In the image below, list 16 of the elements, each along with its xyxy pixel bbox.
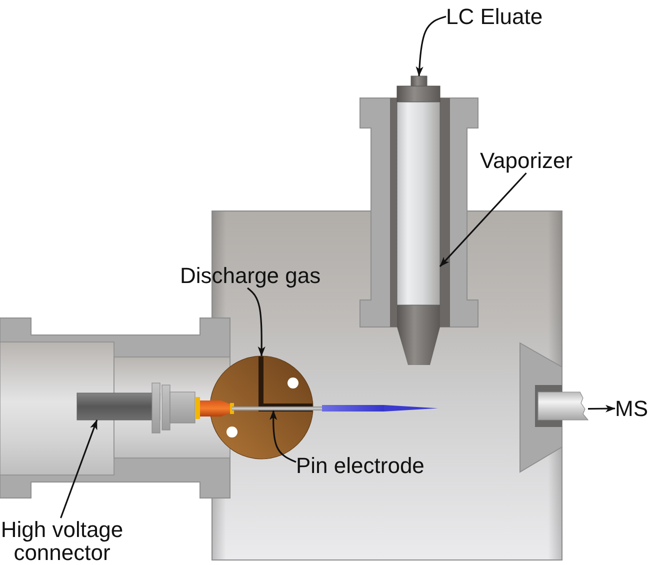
flow-arrow <box>588 404 616 412</box>
inlet-port <box>410 76 428 86</box>
leader-arrow <box>439 172 527 267</box>
part-label: High voltage connector <box>0 518 124 564</box>
part-label: Vaporizer <box>480 148 573 173</box>
part-label: Discharge gas <box>180 263 321 288</box>
capillary-tube <box>538 392 589 420</box>
flow-arrow <box>416 16 446 76</box>
part-label: MS <box>615 396 648 421</box>
part-label: Pin electrode <box>296 453 424 478</box>
pin-electrode <box>232 406 322 410</box>
leader-arrow <box>270 410 296 463</box>
leader-arrow <box>247 287 266 356</box>
vaporizer-tube <box>396 102 440 306</box>
part-label: LC Eluate <box>446 4 543 29</box>
leader-arrow <box>60 420 98 518</box>
